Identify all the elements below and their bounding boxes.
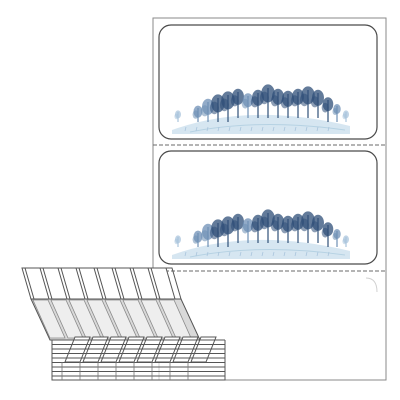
grass-tuft	[239, 251, 242, 257]
grass-tuft	[206, 251, 209, 257]
tree	[270, 88, 284, 118]
tree	[219, 91, 235, 122]
tree	[230, 213, 244, 243]
grass-tuft	[195, 126, 198, 132]
grass-tuft	[272, 126, 275, 132]
tree	[310, 89, 324, 118]
grass-tuft	[283, 126, 286, 132]
grass-tuft	[316, 251, 319, 257]
tree	[259, 84, 275, 118]
grass-tuft	[184, 251, 187, 257]
hill-contour	[189, 248, 346, 258]
tree	[200, 98, 214, 122]
grass-tuft	[305, 126, 308, 132]
grass-tuft	[294, 251, 297, 257]
tree	[241, 218, 254, 243]
tree	[270, 213, 284, 243]
tree	[219, 216, 235, 247]
grass-tuft	[228, 126, 231, 132]
grass-tuft	[261, 251, 264, 257]
grass-tuft	[239, 126, 242, 132]
stack-label-middle	[32, 299, 66, 339]
grass-tuft	[261, 126, 264, 132]
grass-tuft	[327, 126, 330, 132]
grass-tuft	[294, 126, 297, 132]
tree	[280, 90, 294, 118]
tree	[174, 110, 181, 122]
tree	[342, 235, 349, 247]
tree	[230, 88, 244, 118]
grass-tuft	[206, 126, 209, 132]
label-top	[158, 24, 378, 140]
tree	[192, 105, 203, 122]
tree	[321, 97, 334, 122]
grass-tuft	[283, 251, 286, 257]
fanfold-label-stack	[21, 267, 226, 381]
tree-landscape-image	[172, 209, 350, 259]
tree	[332, 229, 341, 247]
grass-tuft	[327, 251, 330, 257]
tree	[310, 214, 324, 243]
tree	[259, 209, 275, 243]
grass-tuft	[272, 251, 275, 257]
stack-outline	[51, 340, 226, 381]
tree	[332, 104, 341, 122]
grass-tuft	[250, 126, 253, 132]
grass-tuft	[184, 126, 187, 132]
tree-landscape-image	[172, 84, 350, 134]
grass-tuft	[217, 251, 220, 257]
grass-tuft	[305, 251, 308, 257]
tree	[280, 215, 294, 243]
tree	[192, 230, 203, 247]
hill-contour	[189, 123, 346, 133]
tree	[321, 222, 334, 247]
grass-tuft	[250, 251, 253, 257]
grass-tuft	[195, 251, 198, 257]
grass-tuft	[217, 126, 220, 132]
label-middle	[158, 150, 378, 265]
tree	[174, 235, 181, 247]
tree	[342, 110, 349, 122]
tree	[290, 213, 304, 243]
grass-tuft	[316, 126, 319, 132]
tree	[241, 93, 254, 118]
grass-tuft	[228, 251, 231, 257]
